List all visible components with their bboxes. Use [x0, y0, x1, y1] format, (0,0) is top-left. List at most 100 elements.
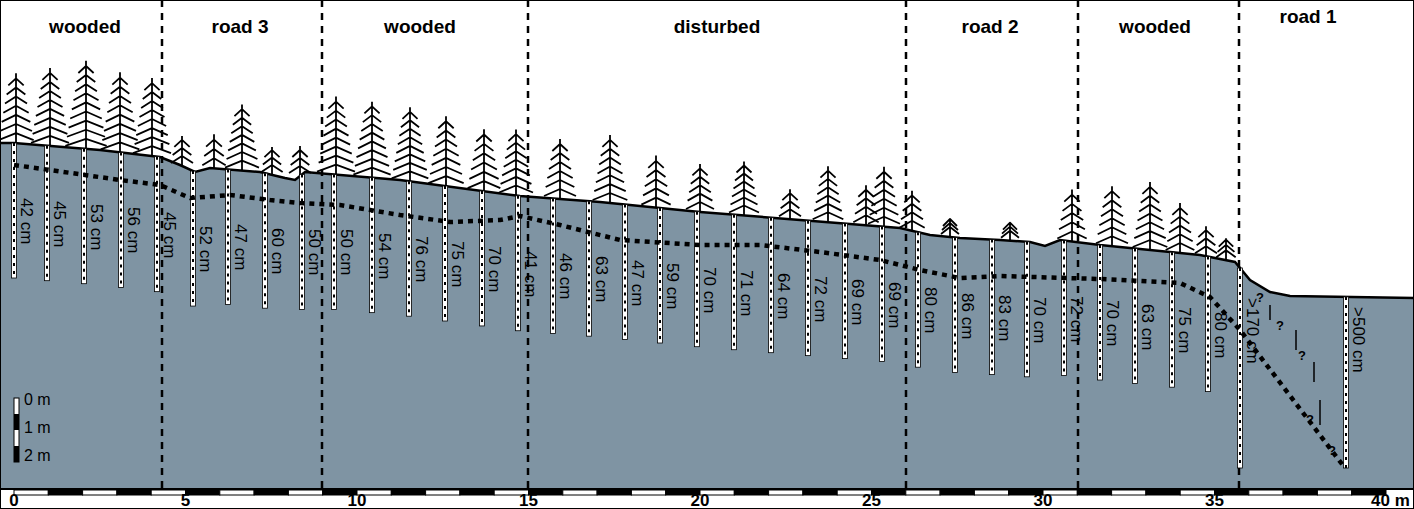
depth-label: 72 cm: [811, 276, 829, 322]
axis-scale: [563, 490, 597, 495]
probe-pole: [880, 227, 885, 362]
soil-body: [0, 143, 1414, 488]
probe-marks: [1134, 249, 1136, 384]
depth-label: 60 cm: [268, 228, 286, 274]
depth-label: 69 cm: [848, 279, 866, 325]
probe-pole: [953, 238, 958, 373]
tree: [133, 78, 171, 156]
probe-marks: [1345, 297, 1347, 468]
probe-marks: [881, 227, 883, 362]
probe-marks: [954, 238, 956, 373]
probe-marks: [408, 181, 410, 316]
probe-pole: [370, 178, 375, 313]
tree: [171, 136, 193, 166]
probe-marks: [227, 169, 229, 304]
tree: [428, 116, 463, 186]
probe-pole: [843, 224, 848, 359]
axis-scale: [288, 490, 322, 495]
probe-marks: [192, 171, 194, 306]
axis-scale: [1317, 490, 1351, 495]
axis-scale: [220, 490, 254, 495]
axis-scale: [426, 490, 460, 495]
probe-pole: [332, 174, 337, 309]
axis-scale: [186, 490, 220, 495]
probe-marks: [552, 198, 554, 333]
axis-tick-label: 10: [348, 492, 367, 509]
tree: [779, 189, 801, 219]
probe-marks: [770, 218, 772, 353]
axis-tick-label: 15: [519, 492, 538, 509]
probe-marks: [333, 174, 335, 309]
tree: [1195, 226, 1217, 256]
axis-scale: [803, 490, 837, 495]
depth-label: 50 cm: [337, 229, 355, 275]
tree: [1133, 182, 1168, 250]
tree: [289, 146, 311, 176]
probe-marks: [733, 215, 735, 350]
axis-scale: [1249, 490, 1283, 495]
axis-tick-label: 30: [1034, 492, 1053, 509]
depth-label: 72 cm: [1067, 296, 1085, 342]
depth-label: 75 cm: [1175, 307, 1193, 353]
zone-label: wooded: [1119, 16, 1191, 38]
tree: [1166, 203, 1195, 253]
probe-pole: [407, 181, 412, 316]
tree: [1057, 190, 1086, 242]
probe-marks: [46, 146, 48, 281]
probe-pole: [1206, 257, 1211, 392]
tree: [813, 166, 844, 222]
tree: [1216, 238, 1235, 260]
probe-pole: [1133, 249, 1138, 384]
axis-scale: [769, 490, 803, 495]
probe-marks: [807, 221, 809, 356]
axis-scale: [1283, 490, 1317, 495]
axis-scale: [597, 490, 631, 495]
axis-tick-label: 20: [691, 492, 710, 509]
axis-scale: [1077, 490, 1111, 495]
depth-label: 76 cm: [412, 236, 430, 282]
uncertain-mark: ?: [1298, 348, 1306, 363]
probe-marks: [696, 212, 698, 347]
probe-marks: [156, 157, 158, 292]
depth-label: 63 cm: [1138, 304, 1156, 350]
probe-pole: [263, 173, 268, 308]
tree: [65, 61, 106, 149]
probe-marks: [588, 201, 590, 336]
tree: [468, 129, 501, 191]
depth-label: >500 cm: [1349, 307, 1367, 373]
axis-scale: [734, 490, 768, 495]
probe-pole: [119, 152, 124, 287]
axis-scale: [940, 490, 974, 495]
probe-marks: [991, 240, 993, 375]
axis-scale: [14, 490, 48, 495]
probe-marks: [481, 191, 483, 326]
probe-pole: [769, 218, 774, 353]
depth-label: 54 cm: [375, 233, 393, 279]
depth-label: 70 cm: [700, 267, 718, 313]
tree: [544, 139, 576, 199]
probe-pole: [587, 201, 592, 336]
probe-pole: [480, 191, 485, 326]
axis-tick-label: 25: [862, 492, 881, 509]
probe-pole: [1062, 241, 1067, 376]
probe-marks: [1063, 241, 1065, 376]
axis-scale: [460, 490, 494, 495]
axis-scale: [974, 490, 1008, 495]
probe-pole: [695, 212, 700, 347]
probe-pole: [623, 205, 628, 340]
probe-marks: [83, 149, 85, 284]
tree: [0, 73, 34, 143]
probe-marks: [624, 205, 626, 340]
tree: [1096, 186, 1128, 246]
axis-scale: [254, 490, 288, 495]
depth-label: 80 cm: [921, 287, 939, 333]
tree: [941, 219, 959, 237]
probe-marks: [301, 174, 303, 309]
tree: [202, 134, 225, 168]
depth-label: 50 cm: [305, 229, 323, 275]
probe-pole: [191, 171, 196, 306]
depth-label: 86 cm: [958, 293, 976, 339]
axis-scale: [906, 490, 940, 495]
probe-pole: [658, 208, 663, 343]
